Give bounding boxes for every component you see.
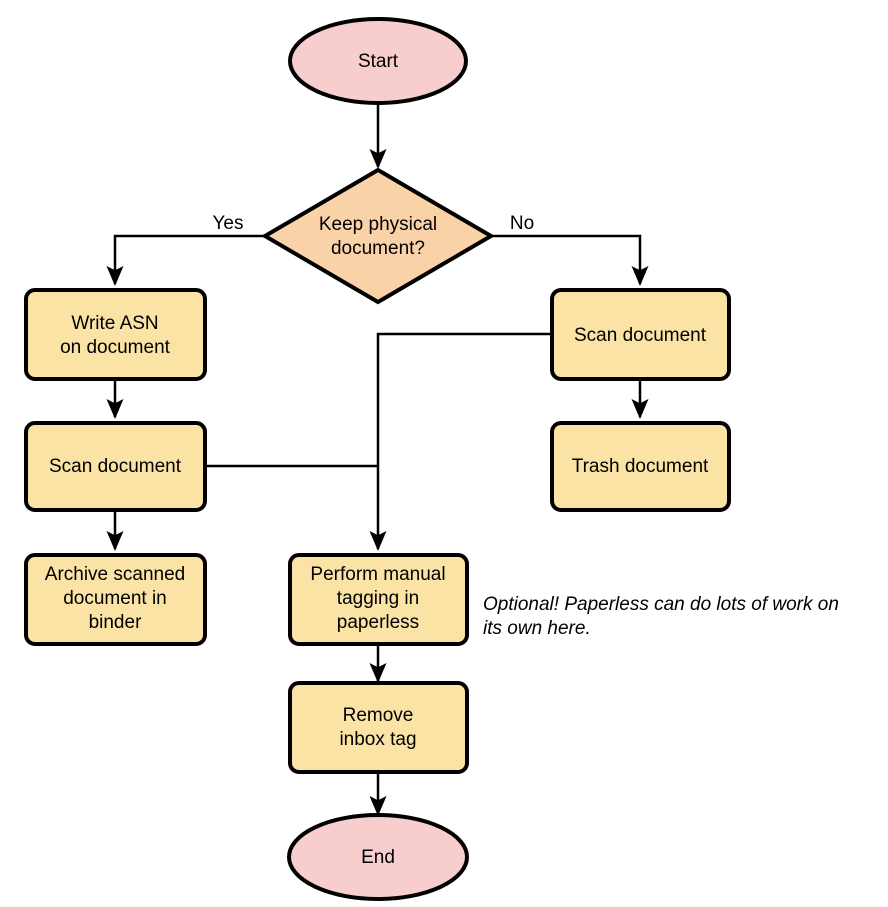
edge-decision-yes-to-write-asn (106, 234, 265, 287)
node-scan-document-right[interactable]: Scan document (550, 288, 731, 381)
write-asn-label-line1: Write ASN (71, 313, 158, 334)
end-ellipse (287, 813, 469, 901)
edge-label-no: No (510, 213, 534, 234)
decision-label-line2: document? (331, 238, 425, 259)
scan-document-left-label: Scan document (49, 456, 182, 477)
trash-document-box (550, 421, 731, 512)
decision-label-line1: Keep physical (319, 214, 437, 235)
write-asn-label-line2: on document (60, 337, 171, 358)
node-perform-manual-tagging[interactable]: Perform manual tagging in paperless (288, 553, 469, 646)
node-end[interactable]: End (287, 813, 469, 901)
edges-layer (106, 100, 649, 817)
node-start[interactable]: Start (288, 17, 468, 105)
archive-label-line2: document in (63, 588, 167, 609)
start-ellipse (288, 17, 468, 105)
write-asn-box (24, 288, 207, 381)
tagging-label-line2: tagging in (337, 588, 419, 609)
annotation-line2: its own here. (483, 618, 591, 639)
remove-inbox-tag-label-line2: inbox tag (339, 729, 416, 750)
scan-document-left-box (24, 421, 207, 512)
edge-labels-layer: Yes No (213, 213, 535, 234)
remove-inbox-tag-box (288, 681, 469, 774)
remove-inbox-tag-label-line1: Remove (343, 705, 414, 726)
annotation-line1: Optional! Paperless can do lots of work … (483, 594, 839, 615)
end-label: End (361, 847, 395, 868)
archive-label-line3: binder (89, 612, 142, 633)
node-remove-inbox-tag[interactable]: Remove inbox tag (288, 681, 469, 774)
tagging-label-line1: Perform manual (310, 564, 445, 585)
node-write-asn-on-document[interactable]: Write ASN on document (24, 288, 207, 381)
annotation-optional-paperless: Optional! Paperless can do lots of work … (483, 594, 839, 639)
scan-document-right-label: Scan document (574, 325, 707, 346)
node-trash-document[interactable]: Trash document (550, 421, 731, 512)
decision-diamond (261, 167, 495, 305)
tagging-box (288, 553, 469, 646)
archive-box (24, 553, 207, 646)
trash-document-label: Trash document (572, 456, 709, 477)
edge-scan-right-to-tagging (369, 332, 552, 552)
node-scan-document-left[interactable]: Scan document (24, 421, 207, 512)
tagging-label-line3: paperless (337, 612, 419, 633)
start-label: Start (358, 51, 399, 72)
archive-label-line1: Archive scanned (45, 564, 185, 585)
node-decision-keep-physical-document[interactable]: Keep physical document? (261, 167, 495, 305)
edge-decision-no-to-scan-right (491, 234, 649, 287)
node-archive-scanned-document[interactable]: Archive scanned document in binder (24, 553, 207, 646)
edge-label-yes: Yes (213, 213, 244, 234)
scan-document-right-box (550, 288, 731, 381)
